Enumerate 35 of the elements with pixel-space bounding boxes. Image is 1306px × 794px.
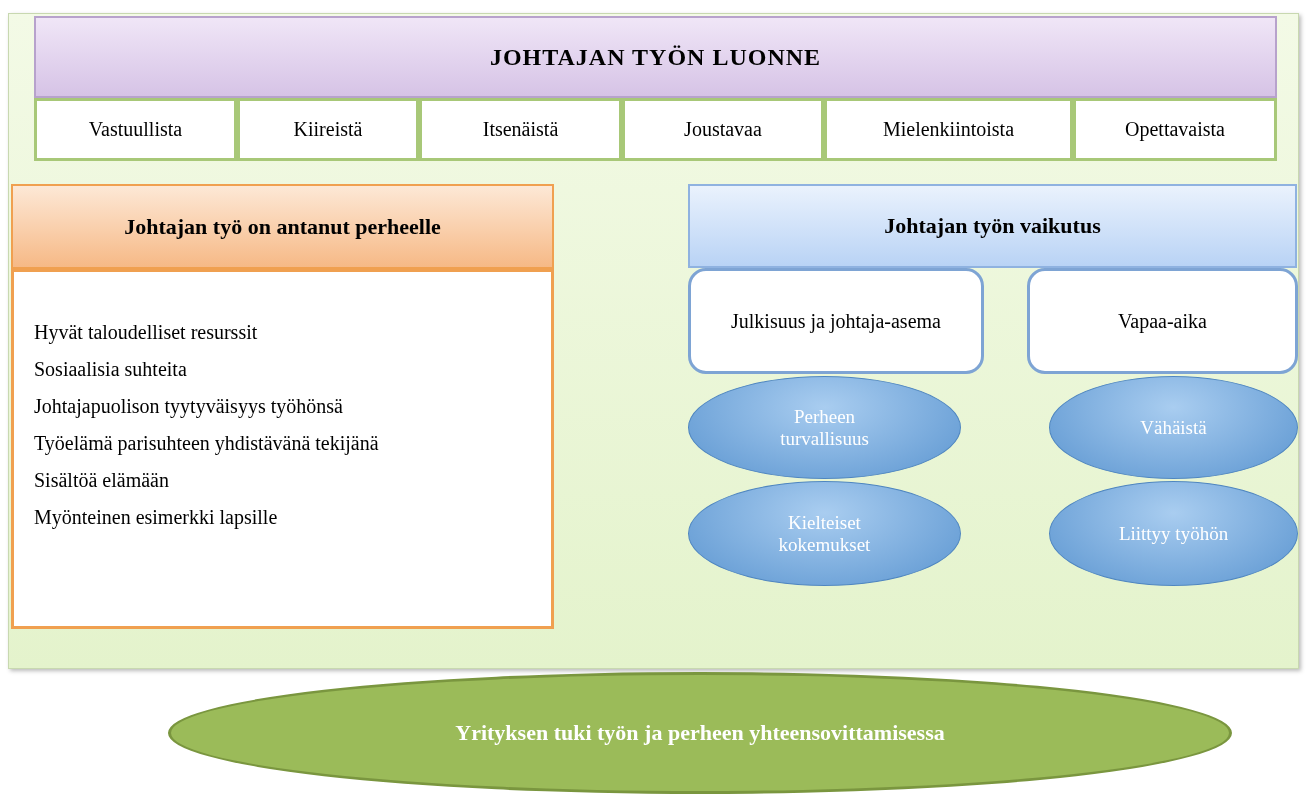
category-label: Vapaa-aika	[1118, 309, 1207, 333]
card-background	[8, 13, 1299, 669]
trait-label: Itsenäistä	[482, 118, 559, 141]
list-item: Hyvät taloudelliset resurssit	[34, 321, 258, 344]
trait-box	[1073, 98, 1277, 161]
trait-label: Mielenkiintoista	[882, 118, 1015, 141]
trait-box	[824, 98, 1073, 161]
list-panel	[11, 269, 554, 629]
category-label: Julkisuus ja johtaja-asema	[731, 309, 941, 333]
category-box	[688, 268, 984, 374]
trait-label: Opettavaista	[1125, 118, 1225, 141]
list-item: Myönteinen esimerkki lapsille	[34, 506, 278, 529]
list-item: Työelämä parisuhteen yhdistävänä tekijänä	[34, 432, 379, 455]
trait-box	[622, 98, 824, 161]
trait-label: Joustavaa	[684, 118, 762, 141]
list-item: Johtajapuolison tyytyväisyys työhönsä	[34, 395, 343, 418]
header-band	[34, 16, 1277, 98]
trait-box	[419, 98, 622, 161]
list-item: Sosiaalisia suhteita	[34, 358, 187, 381]
list-item: Sisältöä elämään	[34, 469, 169, 492]
header-title: JOHTAJAN TYÖN LUONNE	[489, 43, 822, 71]
topic-label: Liittyy työhön	[1118, 522, 1229, 545]
section-title: Johtajan työ on antanut perheelle	[124, 213, 441, 240]
section-title: Johtajan työn vaikutus	[884, 213, 1101, 239]
category-box	[1027, 268, 1298, 374]
topic-label: Vähäistä	[1140, 416, 1207, 439]
trait-label: Kiireistä	[293, 118, 363, 141]
trait-label: Vastuullista	[88, 118, 183, 141]
section-header	[11, 184, 554, 269]
topic-label: Kielteiset kokemukset	[777, 511, 872, 556]
trait-box	[34, 98, 237, 161]
support-label: Yrityksen tuki työn ja perheen yhteensovittamisessa	[455, 720, 945, 746]
topic-label: Perheen turvallisuus	[779, 405, 870, 450]
trait-box	[237, 98, 419, 161]
section-header	[688, 184, 1297, 268]
